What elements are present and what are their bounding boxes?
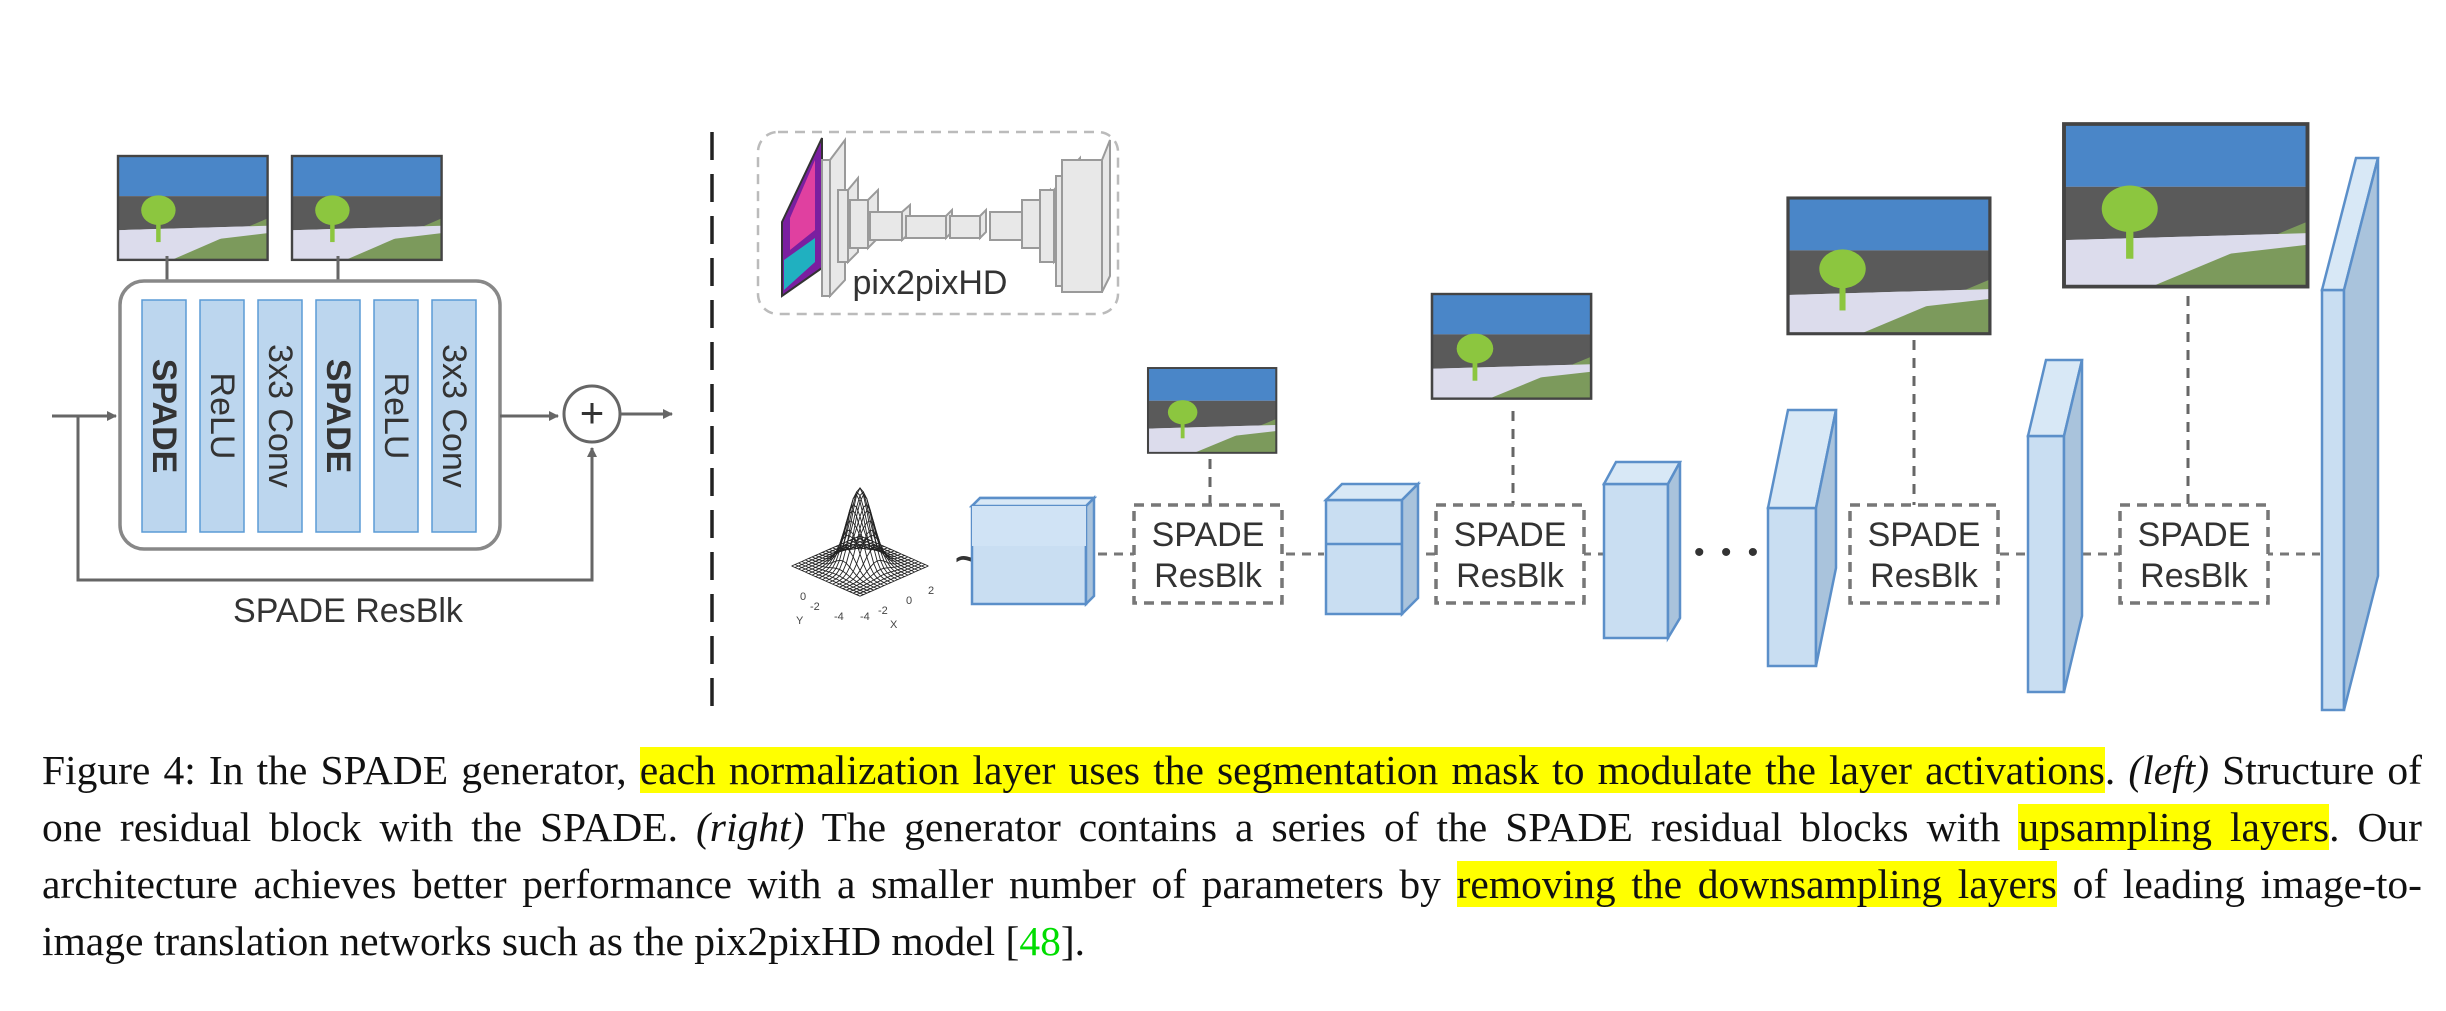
resblk-title: SPADE ResBlk	[233, 592, 464, 630]
gaussian-tick: -2	[810, 601, 820, 613]
highlight-downsampling: removing the downsampling layers	[1456, 861, 2057, 907]
gaussian-axis-label: Y	[796, 615, 804, 627]
caption-lead: Figure 4: In the SPADE generator,	[42, 747, 640, 793]
gaussian-noise-plot: 0 -2 -4 -4 -2 0 2 Y X	[791, 487, 934, 631]
resblk-layer-label: 3x3 Conv	[261, 344, 299, 488]
resblk-layer: 3x3 Conv	[431, 299, 477, 533]
add-symbol: +	[580, 389, 605, 436]
pix2pixhd-label: pix2pixHD	[853, 264, 1008, 302]
segmap-thumbnail	[1146, 367, 1278, 454]
caption-left-tag: (left)	[2128, 747, 2210, 793]
resblk-box-label: SPADE	[2138, 516, 2251, 554]
pix2pixhd-input-image	[781, 137, 823, 298]
spade-generator-diagram: pix2pixHD 0 -2 -4 -4 -2 0 2 Y X ~	[756, 122, 2380, 712]
caption-text: of leading image-to-image translation ne…	[42, 861, 2422, 964]
segmap-thumbnail	[1430, 292, 1593, 400]
segmap-thumbnail	[1786, 196, 1992, 336]
citation-link[interactable]: 48	[1019, 918, 1061, 964]
ellipsis: • • •	[1694, 536, 1762, 569]
caption-text: Structure of one residual block with the…	[42, 747, 2422, 850]
gaussian-tick: 2	[928, 585, 934, 597]
feature-volume	[2026, 358, 2084, 694]
resblk-layer: 3x3 Conv	[257, 299, 303, 533]
resblk-box-label: SPADE	[1868, 516, 1981, 554]
pix2pixhd-encoder-decoder	[821, 137, 1111, 299]
feature-volume	[1766, 408, 1838, 668]
resblk-layer-label: 3x3 Conv	[435, 344, 473, 488]
gaussian-tick: -4	[834, 611, 844, 623]
feature-volume	[968, 494, 1098, 608]
caption-text: The generator contains a series of the S…	[804, 804, 2019, 850]
caption-text: ].	[1060, 918, 1086, 964]
resblk-box-label: ResBlk	[1456, 557, 1565, 595]
resblk-layer: SPADE	[141, 299, 187, 533]
caption-right-tag: (right)	[695, 804, 805, 850]
resblk-layers: SPADE ReLU 3x3 Conv SPADE ReLU 3x3 Conv	[141, 299, 477, 533]
feature-volume	[1322, 480, 1422, 618]
gaussian-tick: -4	[860, 611, 870, 623]
gaussian-axis-label: X	[890, 619, 898, 631]
skip-connection	[76, 416, 597, 582]
resblk-layer-label: ReLU	[203, 373, 241, 460]
resblk-box-label: ResBlk	[2140, 557, 2249, 595]
resblk-layer-label: SPADE	[319, 359, 357, 474]
resblk-box-label: ResBlk	[1870, 557, 1979, 595]
resblk-box-label: ResBlk	[1154, 557, 1263, 595]
highlight-normalization: each normalization layer uses the segmen…	[639, 747, 2105, 793]
spade-resblk-diagram: SPADE ReLU 3x3 Conv SPADE ReLU 3x3 Conv + SPA…	[52, 154, 673, 630]
resblk-layer-label: ReLU	[377, 373, 415, 460]
segmap-thumbnail	[290, 154, 443, 262]
highlight-upsampling: upsampling layers	[2018, 804, 2330, 850]
segmap-thumbnail	[2062, 122, 2310, 289]
caption-text: .	[2104, 747, 2129, 793]
feature-volume	[2320, 156, 2380, 712]
resblk-box-label: SPADE	[1454, 516, 1567, 554]
resblk-layer-label: SPADE	[145, 359, 183, 474]
segmap-thumbnail	[116, 154, 269, 262]
resblk-layer: SPADE	[315, 299, 361, 533]
resblk-layer: ReLU	[373, 299, 419, 533]
resblk-layer: ReLU	[199, 299, 245, 533]
resblk-box-label: SPADE	[1152, 516, 1265, 554]
pix2pixhd-inset: pix2pixHD	[756, 130, 1120, 316]
feature-volume	[1601, 460, 1683, 643]
figure-caption: Figure 4: In the SPADE generator, each n…	[42, 742, 2422, 970]
gaussian-tick: 0	[906, 595, 912, 607]
gaussian-tick: 0	[800, 591, 806, 603]
caption-text: . Our architecture achieves better perfo…	[42, 804, 2423, 907]
gaussian-tick: -2	[878, 605, 888, 617]
